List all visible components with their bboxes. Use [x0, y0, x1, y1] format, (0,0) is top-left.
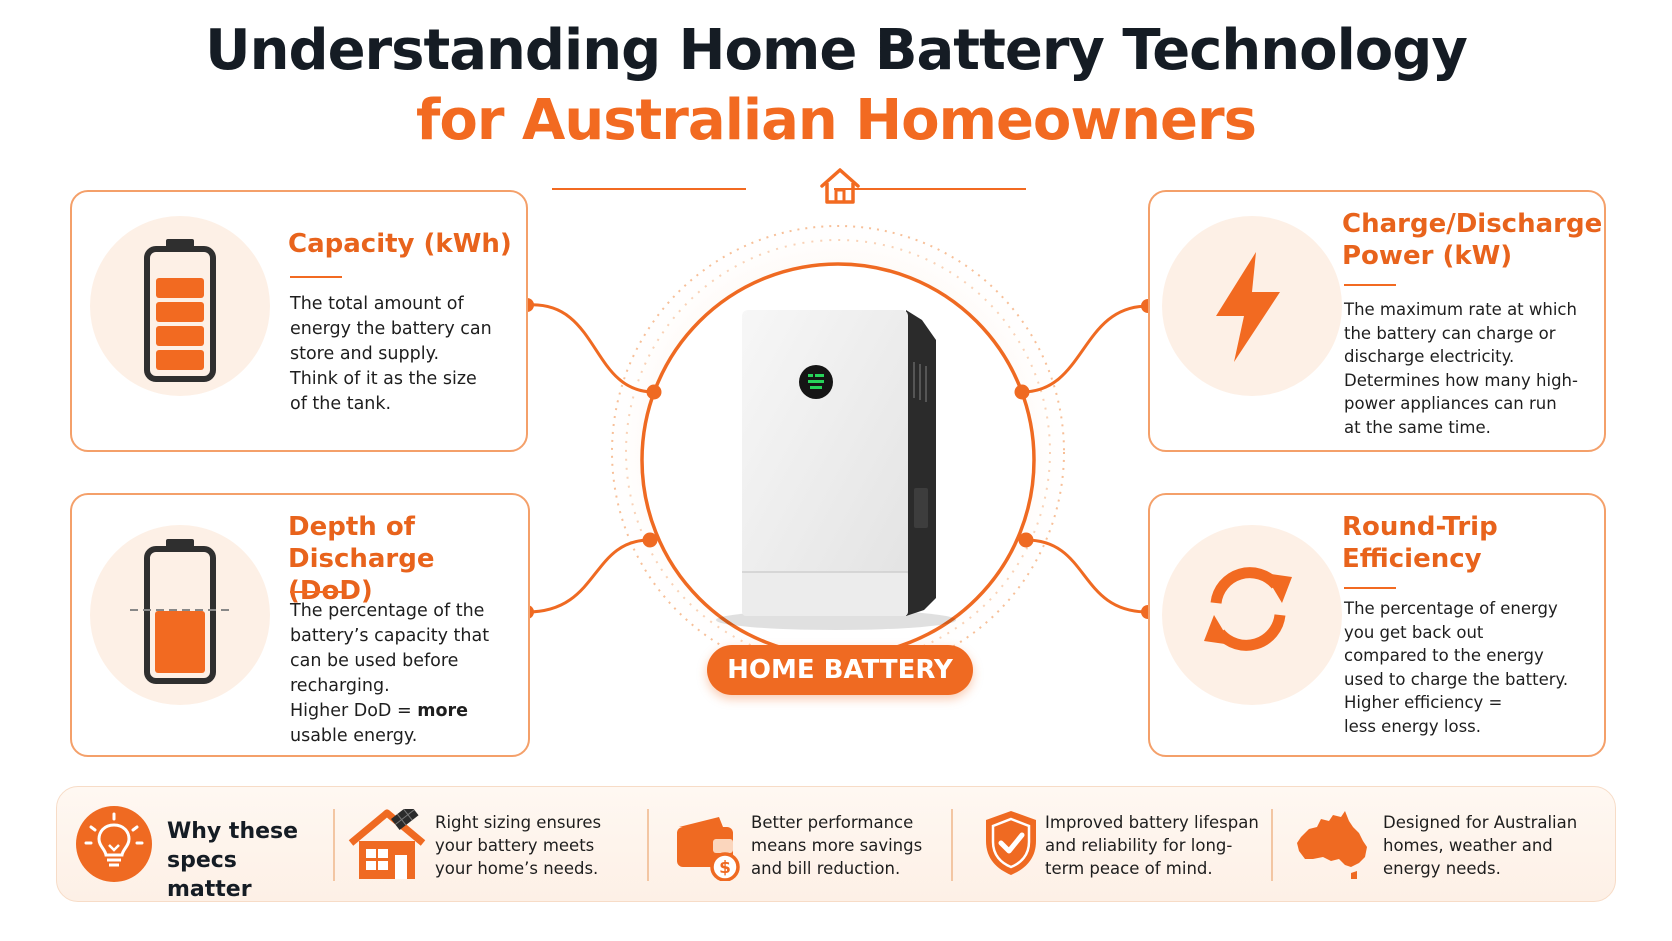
- home-battery-badge: HOME BATTERY: [707, 645, 973, 695]
- footer-item-savings: $ Better performance means more savings …: [661, 787, 951, 903]
- footer-divider: [333, 809, 335, 881]
- specs-footer: Why these specs matter Right sizing ensu…: [56, 786, 1616, 902]
- capacity-underline: [290, 276, 342, 278]
- page-subtitle: for Australian Homeowners: [416, 88, 1257, 153]
- capacity-description: The total amount of energy the battery c…: [290, 294, 492, 414]
- dod-underline: [290, 591, 342, 593]
- capacity-heading: Capacity (kWh): [288, 229, 512, 259]
- wallet-savings-icon: $: [677, 817, 740, 881]
- footer-savings-text: Better performance means more savings an…: [751, 813, 923, 878]
- solar-house-icon: [348, 809, 426, 879]
- efficiency-icon-disc: [1162, 525, 1342, 705]
- dod-card: Depth of Discharge (DoD) The percentage …: [70, 493, 530, 757]
- power-underline: [1344, 284, 1396, 286]
- footer-divider: [647, 809, 649, 881]
- lightning-bolt-icon: [1216, 252, 1280, 362]
- power-card: Charge/Discharge Power (kW) The maximum …: [1148, 190, 1606, 452]
- power-heading: Charge/Discharge Power (kW): [1342, 209, 1603, 271]
- why-specs-label: Why these specs matter: [167, 819, 299, 902]
- footer-divider: [1271, 809, 1273, 881]
- footer-item-sizing: Right sizing ensures your battery meets …: [347, 787, 637, 903]
- svg-text:$: $: [719, 858, 731, 878]
- footer-item-lifespan: Improved battery lifespan and reliabilit…: [965, 787, 1265, 903]
- footer-lifespan-text: Improved battery lifespan and reliabilit…: [1045, 813, 1259, 878]
- footer-sizing-text: Right sizing ensures your battery meets …: [435, 813, 602, 878]
- efficiency-heading: Round-Trip Efficiency: [1342, 512, 1498, 574]
- australia-map-icon: [1297, 811, 1367, 879]
- efficiency-underline: [1344, 587, 1396, 589]
- capacity-card: Capacity (kWh) The total amount of energ…: [70, 190, 528, 452]
- lightbulb-icon: [76, 806, 152, 882]
- battery-half-icon: [130, 539, 230, 684]
- battery-full-icon: [144, 239, 216, 382]
- efficiency-description: The percentage of energy you get back ou…: [1344, 599, 1569, 736]
- title-rule-right: [834, 188, 1026, 190]
- title-rule-left: [552, 188, 746, 190]
- why-specs-item: Why these specs matter: [57, 787, 327, 903]
- refresh-arrows-icon: [1204, 567, 1292, 651]
- footer-australia-text: Designed for Australian homes, weather a…: [1383, 813, 1578, 878]
- dod-description: The percentage of the battery’s capacity…: [290, 601, 490, 746]
- efficiency-card: Round-Trip Efficiency The percentage of …: [1148, 493, 1606, 757]
- shield-check-icon: [986, 811, 1036, 875]
- dod-heading: Depth of Discharge (DoD): [288, 512, 435, 606]
- page-title: Understanding Home Battery Technology: [205, 18, 1468, 83]
- home-icon: [820, 168, 860, 204]
- footer-divider: [951, 809, 953, 881]
- power-description: The maximum rate at which the battery ca…: [1344, 300, 1578, 437]
- footer-item-australia: Designed for Australian homes, weather a…: [1283, 787, 1603, 903]
